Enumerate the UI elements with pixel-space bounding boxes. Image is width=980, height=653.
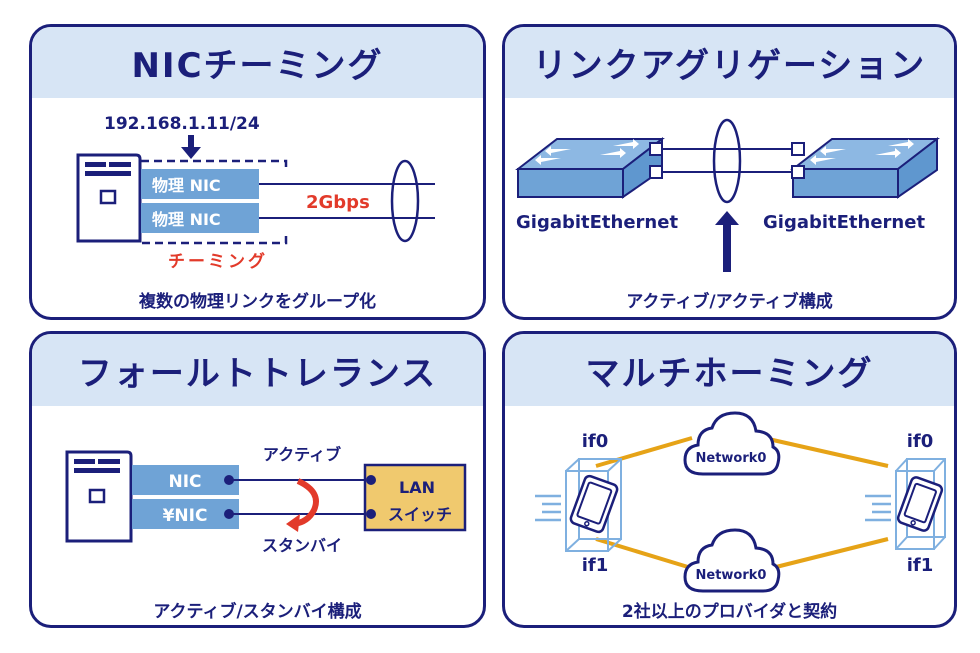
left-switch-label: GigabitEthernet xyxy=(516,212,678,233)
physical-nic-1 xyxy=(141,169,259,199)
link-right-top xyxy=(763,436,889,468)
switch-port-1 xyxy=(366,475,376,485)
right-port-1 xyxy=(791,142,805,156)
right-switch-label: GigabitEthernet xyxy=(763,212,925,233)
teaming-group-outline xyxy=(141,159,288,245)
up-arrow-icon xyxy=(715,211,739,272)
active-nic xyxy=(132,465,239,495)
left-port-1 xyxy=(649,142,663,156)
cloud-top-label: Network0 xyxy=(696,451,767,466)
panel-title: マルチホーミング xyxy=(505,334,954,406)
cloud-bottom-label: Network0 xyxy=(696,568,767,583)
physical-nic-2-label: 物理 NIC xyxy=(152,210,221,229)
standby-nic-label: ¥NIC xyxy=(163,506,208,526)
bundle-ellipse xyxy=(712,118,742,204)
nic-teaming-diagram: 192.168.1.11/24 物理 NIC 物理 NIC 2Gbps チーミン… xyxy=(76,114,435,272)
panel-title: フォールトトレランス xyxy=(32,334,483,406)
link-left-bottom xyxy=(595,537,689,569)
tablet-icon xyxy=(896,476,944,532)
panel-caption: 複数の物理リンクをグループ化 xyxy=(139,292,376,312)
bundle-ellipse xyxy=(390,159,420,243)
lan-switch-label-line2: スイッチ xyxy=(388,505,452,524)
panel-caption: アクティブ/アクティブ構成 xyxy=(626,292,833,312)
active-nic-label: NIC xyxy=(168,472,201,492)
panel-fault-tolerance: フォールトトレランス NIC ¥NIC LAN スイッチ アクティブ スタンバイ xyxy=(29,331,486,628)
standby-label: スタンバイ xyxy=(262,536,342,555)
panel-title: リンクアグリゲーション xyxy=(505,27,954,98)
physical-nic-1-label: 物理 NIC xyxy=(152,176,221,195)
teaming-label: チーミング xyxy=(168,251,268,272)
panel-caption: 2社以上のプロバイダと契約 xyxy=(621,602,838,622)
panel-nic-teaming: NICチーミング 192.168.1.11/24 物理 NIC 物理 NIC 2… xyxy=(29,24,486,320)
lan-switch-label-line1: LAN xyxy=(399,478,435,497)
left-if0-label: if0 xyxy=(582,431,609,452)
fault-tolerance-diagram: NIC ¥NIC LAN スイッチ アクティブ スタンバイ xyxy=(65,445,467,555)
panel-caption: アクティブ/スタンバイ構成 xyxy=(153,602,362,622)
left-switch-icon xyxy=(515,136,665,199)
server-icon xyxy=(65,450,133,543)
standby-nic xyxy=(132,499,239,529)
down-arrow-icon xyxy=(181,135,201,159)
speed-label: 2Gbps xyxy=(306,192,370,213)
physical-nic-2 xyxy=(141,203,259,233)
panel-title: NICチーミング xyxy=(32,27,483,98)
right-if0-label: if0 xyxy=(907,431,934,452)
left-device xyxy=(535,458,622,552)
panel-link-aggregation: リンクアグリゲーション xyxy=(502,24,957,320)
ip-address-label: 192.168.1.11/24 xyxy=(104,114,260,134)
cloud-bottom-icon xyxy=(683,528,781,593)
right-if1-label: if1 xyxy=(907,555,934,576)
panel-multihoming: マルチホーミング if0 if1 xyxy=(502,331,957,628)
link-left-top xyxy=(595,436,693,468)
motion-lines-icon xyxy=(865,494,891,522)
left-if1-label: if1 xyxy=(582,555,609,576)
link-aggregation-diagram: GigabitEthernet GigabitEthernet xyxy=(515,118,940,272)
tablet-icon xyxy=(569,474,619,534)
right-port-2 xyxy=(791,165,805,179)
failover-arrow-icon xyxy=(286,478,319,532)
left-port-2 xyxy=(649,165,663,179)
cloud-top-icon xyxy=(683,411,781,476)
link-right-bottom xyxy=(775,537,889,569)
active-label: アクティブ xyxy=(263,445,341,464)
switch-port-2 xyxy=(366,509,376,519)
motion-lines-icon xyxy=(535,494,561,522)
right-device xyxy=(865,458,946,550)
server-icon xyxy=(76,153,142,243)
right-switch-icon xyxy=(790,136,940,199)
multihoming-diagram: if0 if1 if0 if1 Networ xyxy=(535,411,946,593)
lan-switch xyxy=(363,463,467,532)
